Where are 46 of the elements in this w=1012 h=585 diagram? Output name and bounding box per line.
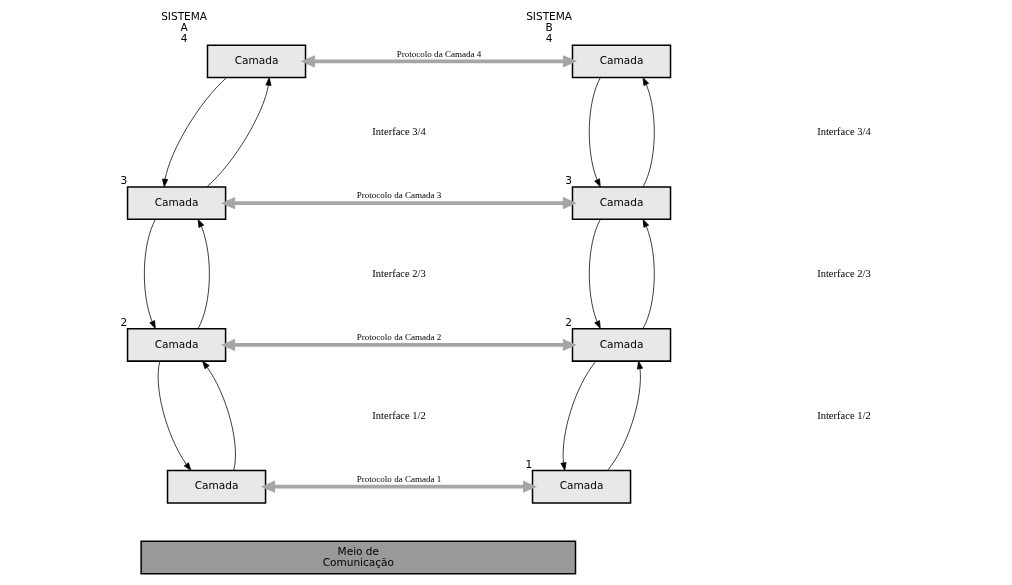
node-label: 1 [524, 457, 532, 470]
arrow [606, 360, 643, 471]
edge-label: Protocolo da Camada 1 [356, 473, 441, 484]
label: Interface 1/2 [371, 409, 426, 421]
node-label: 2 [119, 315, 127, 328]
label: Interface 2/3 [816, 267, 871, 279]
arrow [143, 219, 156, 329]
node-box: Camada [126, 186, 226, 221]
label: Interface 3/4 [371, 126, 426, 138]
label: Interface 1/2 [816, 409, 871, 421]
node-box: Camada [166, 469, 266, 504]
node-label: B [544, 20, 553, 33]
arrow [642, 77, 655, 188]
node-box: Camada [571, 327, 671, 362]
node-label: SISTEMA [525, 9, 572, 22]
node-label: 4 [180, 32, 187, 45]
node-box: Camada [206, 44, 306, 79]
edge-label: Protocolo da Camada 3 [356, 190, 441, 201]
arrow [260, 480, 537, 493]
arrow [201, 360, 236, 471]
label: Interface 2/3 [371, 267, 426, 279]
arrow [642, 219, 655, 329]
arrow [220, 196, 577, 210]
arrow [560, 360, 596, 471]
node-label: 3 [564, 174, 572, 187]
node-box: Meio de Comunicação [139, 540, 576, 575]
node-label: 3 [119, 174, 127, 187]
arrow [197, 219, 210, 329]
node-label: 2 [564, 315, 572, 328]
arrow [206, 77, 271, 188]
arrow [161, 77, 227, 188]
node-box: Camada [571, 186, 671, 221]
arrow [220, 338, 577, 352]
node-box: Camada [126, 327, 226, 362]
edge-label: Protocolo da Camada 4 [396, 48, 481, 59]
arrow [300, 55, 577, 68]
node-box: Camada [571, 44, 671, 79]
arrow [588, 219, 601, 329]
edge-label: Protocolo da Camada 2 [356, 332, 441, 343]
arrow [588, 77, 601, 188]
node-label: SISTEMA [160, 9, 207, 22]
arrow [157, 360, 191, 471]
node-label: A [180, 20, 188, 33]
label: Interface 3/4 [816, 126, 871, 138]
node-label: 4 [545, 32, 552, 45]
node-box: Camada [531, 469, 631, 504]
